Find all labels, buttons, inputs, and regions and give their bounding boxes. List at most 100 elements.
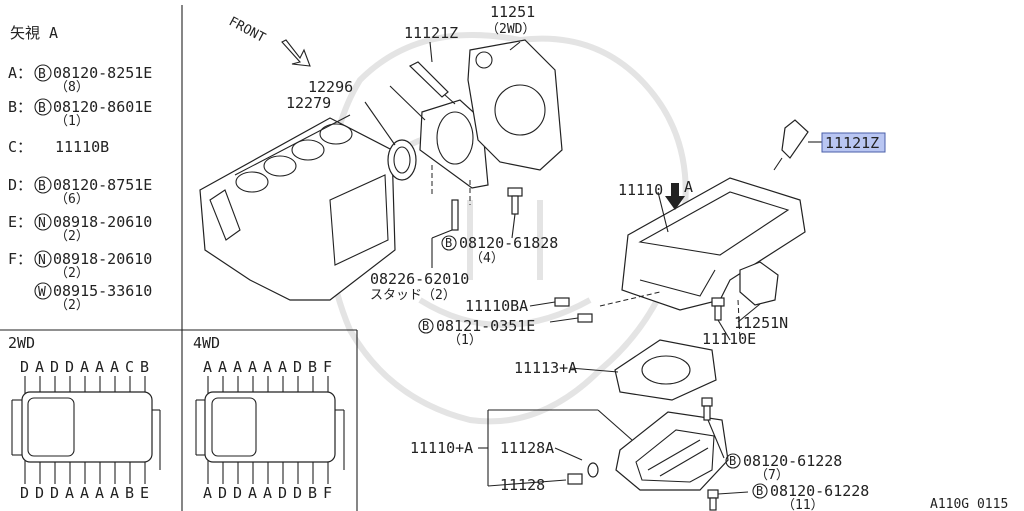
- bolt-code-bottom: E: [140, 484, 149, 502]
- sealant-tube-right: [773, 119, 809, 171]
- legend-key: F：: [8, 250, 32, 268]
- legend-circle-letter: W: [38, 285, 46, 300]
- lower-oil-pan: [615, 411, 729, 491]
- bolt-code-bottom: B: [125, 484, 134, 502]
- label-11110a: 11110+A: [410, 439, 473, 457]
- rear-plate-11251: [467, 39, 563, 171]
- circle-b-icon: [34, 176, 52, 194]
- highlight-box-11121z: [821, 132, 886, 153]
- legend-quantity: （1）: [55, 114, 89, 129]
- label-11251n: 11251N: [734, 314, 788, 332]
- label-08120-61228-a: 08120-61228: [743, 452, 842, 470]
- front-label: FRONT: [226, 14, 268, 46]
- label-08120-61228-a-qty: （7）: [755, 468, 789, 483]
- label-11121z-top: 11121Z: [404, 24, 458, 42]
- bolt-code-bottom: A: [110, 484, 119, 502]
- seal-retainer-12296: [419, 99, 489, 205]
- label-11128: 11128: [500, 476, 545, 494]
- label-11110e: 11110E: [702, 330, 756, 348]
- label-08120-61228-a-circle: B: [729, 454, 736, 468]
- label-11110: 11110: [618, 181, 663, 199]
- legend-key: C：: [8, 138, 32, 156]
- bolt-code-bottom: D: [35, 484, 44, 502]
- label-08226-62010-sub: スタッド（2）: [370, 288, 456, 303]
- label-12296: 12296: [308, 78, 353, 96]
- bolt-code-top: C: [125, 358, 134, 376]
- circle-b-icon: [725, 453, 741, 469]
- label-11128a: 11128A: [500, 439, 554, 457]
- bolt-code-top: A: [233, 358, 242, 376]
- bolt-map-2wd-title: 2WD: [8, 334, 35, 352]
- legend-quantity: （2）: [55, 266, 89, 281]
- label-08120-61228-b: 08120-61228: [770, 482, 869, 500]
- bolt-code-bottom: D: [20, 484, 29, 502]
- legend-quantity: （2）: [55, 298, 89, 313]
- oil-pan-sump-outline-2wd: [27, 397, 75, 457]
- legend-part-number: 08918-20610: [53, 250, 152, 268]
- circle-b-icon: [752, 483, 768, 499]
- oil-seal-12279: [387, 139, 417, 181]
- bolt-code-top: D: [65, 358, 74, 376]
- label-08120-61228-b-qty: （11）: [782, 498, 824, 511]
- bolt-code-top: D: [50, 358, 59, 376]
- bolt-code-bottom: D: [233, 484, 242, 502]
- label-11251-sub: （2WD）: [486, 22, 535, 37]
- circle-b-icon: [441, 235, 457, 251]
- circle-b-icon: [418, 318, 434, 334]
- circle-w-icon: [34, 282, 52, 300]
- legend-circle-letter: B: [38, 67, 46, 82]
- label-11251: 11251: [490, 3, 535, 21]
- callout-labels: 11121Z 11251 （2WD） 12296 12279 11121Z 11…: [286, 3, 1008, 511]
- figure-code: A110G 0115: [930, 497, 1008, 511]
- bolt-code-top: A: [35, 358, 44, 376]
- bolt-code-top: A: [248, 358, 257, 376]
- bolt-code-top: A: [278, 358, 287, 376]
- view-a-label: A: [684, 178, 693, 196]
- oil-pan-flange-outline-4wd: [204, 391, 336, 463]
- legend-part-number: 08120-8251E: [53, 64, 152, 82]
- bolt-code-bottom: D: [293, 484, 302, 502]
- bolt-code-top: A: [110, 358, 119, 376]
- bolt-code-bottom: D: [218, 484, 227, 502]
- bolt-code-bottom: B: [308, 484, 317, 502]
- legend-part-number: 08120-8751E: [53, 176, 152, 194]
- front-arrow-icon: [281, 39, 311, 67]
- legend-row: A： B 08120-8251E（8）: [8, 64, 152, 95]
- label-08120-61828-qty: （4）: [470, 251, 504, 266]
- label-08121-0351e-qty: （1）: [448, 333, 482, 348]
- legend-quantity: （8）: [55, 80, 89, 95]
- bolt-code-bottom: A: [95, 484, 104, 502]
- bolt-code-top: A: [80, 358, 89, 376]
- view-a-indicator: A: [665, 178, 693, 210]
- label-08120-61228-b-circle: B: [756, 484, 763, 498]
- drain-plug: [567, 462, 599, 485]
- legend-quantity: （6）: [55, 192, 89, 207]
- bolt-code-bottom: A: [80, 484, 89, 502]
- legend-row: C：11110B: [8, 138, 109, 156]
- bolt-code-bottom: A: [248, 484, 257, 502]
- legend-part-number: 08120-8601E: [53, 98, 152, 116]
- front-indicator: FRONT: [226, 14, 311, 67]
- gasket-11113: [614, 339, 717, 401]
- legend-title: 矢視 A: [10, 24, 58, 42]
- bolt-code-top: B: [140, 358, 149, 376]
- legend-part-number: 08915-33610: [53, 282, 152, 300]
- circle-n-icon: [34, 250, 52, 268]
- oil-pan-sump-outline-4wd: [211, 397, 257, 457]
- circle-n-icon: [34, 213, 52, 231]
- legend-circle-letter: B: [38, 179, 46, 194]
- bolt-code-top: D: [20, 358, 29, 376]
- stud-08226-62010: [451, 199, 459, 231]
- legend-key: A：: [8, 64, 32, 82]
- circle-b-icon: [34, 64, 52, 82]
